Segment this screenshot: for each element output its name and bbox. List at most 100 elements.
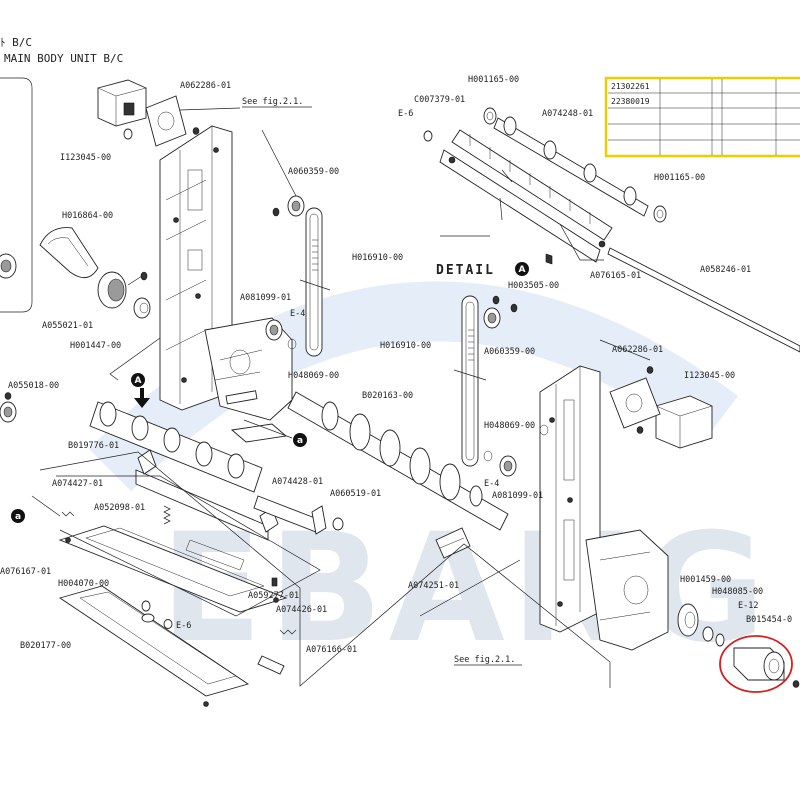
callout-label: B015454-0 [746,615,792,625]
callout-label: A062286-01 [612,345,663,355]
callout-label: H001165-00 [654,173,705,183]
shaft-a074248 [493,116,649,217]
gear-a081099-top [265,319,297,350]
callout-label: A076166-01 [306,645,357,655]
callout-label: E-6 [176,621,191,631]
pulley-h001447 [133,297,151,319]
callout-label: H004070-00 [58,579,109,589]
callout-label: I123045-00 [60,153,111,163]
clip-e6-lower [163,619,173,629]
screw-a059277 [271,577,278,587]
callout-label: A055018-00 [8,381,59,391]
inset-gear [0,253,17,279]
code-table: 21302261 22380019 [604,76,800,158]
spring-left [61,511,75,517]
gear-a060359-mid [483,295,518,329]
plate-a074427 [135,449,279,541]
callout-label: A060359-00 [288,167,339,177]
callout-label: See fig.2.1. [454,655,515,665]
code-cell-r0c0: 21302261 [611,82,650,91]
long-shaft-a058246 [607,247,800,353]
callout-label: See fig.2.1. [242,97,303,107]
shaft-b020163 [287,391,509,531]
callout-label: A074426-01 [276,605,327,615]
screw-h003505 [545,253,553,265]
callout-label: H001165-00 [468,75,519,85]
motor-i123045-top [97,79,147,140]
callout-label: C007379-01 [414,95,465,105]
gear-a060359-top [272,195,305,217]
knob-b015454 [719,635,800,693]
callout-label: A074248-01 [542,109,593,119]
pulley-h001459 [677,603,699,637]
callout-label: B020163-00 [362,391,413,401]
callout-label: H016864-00 [62,211,113,221]
marker-a-circle-lower: a [293,433,307,447]
roller-assembly-b019776 [89,401,263,493]
detail-label: DETAIL [436,263,495,278]
bracket-a062286-right [609,366,661,434]
callout-label: A074251-01 [408,581,459,591]
callout-label: E-4 [290,309,305,319]
svg-text:A: A [135,376,142,386]
callout-label: E-12 [738,601,758,611]
frame-b020177 [58,585,250,707]
small-gear-a055018 [0,392,17,423]
motor-i123045-right [655,395,713,449]
callout-label: H016910-00 [352,253,403,263]
bearing-h001165 [483,107,667,223]
washer-h048085 [702,626,714,642]
code-cell-r1c0: 22380019 [611,97,650,106]
callout-label: H048069-00 [288,371,339,381]
callout-label: A055021-01 [42,321,93,331]
inset-frame [0,77,33,313]
marker-A-circle-roller: A [131,373,145,387]
roller-c007379 [439,129,613,263]
marker-a-circle-left: a [11,509,25,523]
callout-label: I123045-00 [684,371,735,381]
callout-label: A074427-01 [52,479,103,489]
callout-labels: A062286-01 See fig.2.1. I123045-00 H0168… [0,75,792,666]
callout-label: H048085-00 [712,587,763,597]
gear-a055021 [97,271,148,309]
belt-h016910-top [299,207,331,357]
callout-label: A074428-01 [272,477,323,487]
detail-heading: DETAIL A [436,262,529,278]
spring-a052098 [163,505,171,525]
callout-label: A058246-01 [700,265,751,275]
callout-label: A081099-01 [492,491,543,501]
frame-bracket-right [585,529,669,651]
callout-label: A052098-01 [94,503,145,513]
header-line-1: ﾄ B/C [0,36,32,49]
callout-label: A062286-01 [180,81,231,91]
clip-e12 [715,633,725,647]
bracket-a074428 [253,495,344,535]
arrow-marker-a [134,388,150,408]
pin-a076166 [257,655,285,675]
callout-label: A076167-01 [0,567,51,577]
frame-right [539,365,601,633]
callout-label: A076165-01 [590,271,641,281]
callout-label: H001459-00 [680,575,731,585]
header-line-2: MAIN BODY UNIT B/C [4,52,123,65]
screw-h004070 [141,600,155,623]
spring-a074426 [279,629,297,635]
inset-belt-h016864 [39,227,99,278]
header: ﾄ B/C MAIN BODY UNIT B/C [0,36,123,65]
callout-label: H016910-00 [380,341,431,351]
frame-bracket-left [204,317,293,443]
frame-a076167 [58,525,288,613]
callout-label: A060519-01 [330,489,381,499]
callout-label: B019776-01 [68,441,119,451]
callout-label: A060359-00 [484,347,535,357]
gear-a081099-mid [483,424,549,477]
callout-label: A081099-01 [240,293,291,303]
svg-text:a: a [15,512,21,522]
callout-label: H048069-00 [484,421,535,431]
callout-label: E-4 [484,479,499,489]
clip-e6-top [423,130,433,142]
callout-label: A059277-01 [248,591,299,601]
callout-label: B020177-00 [20,641,71,651]
